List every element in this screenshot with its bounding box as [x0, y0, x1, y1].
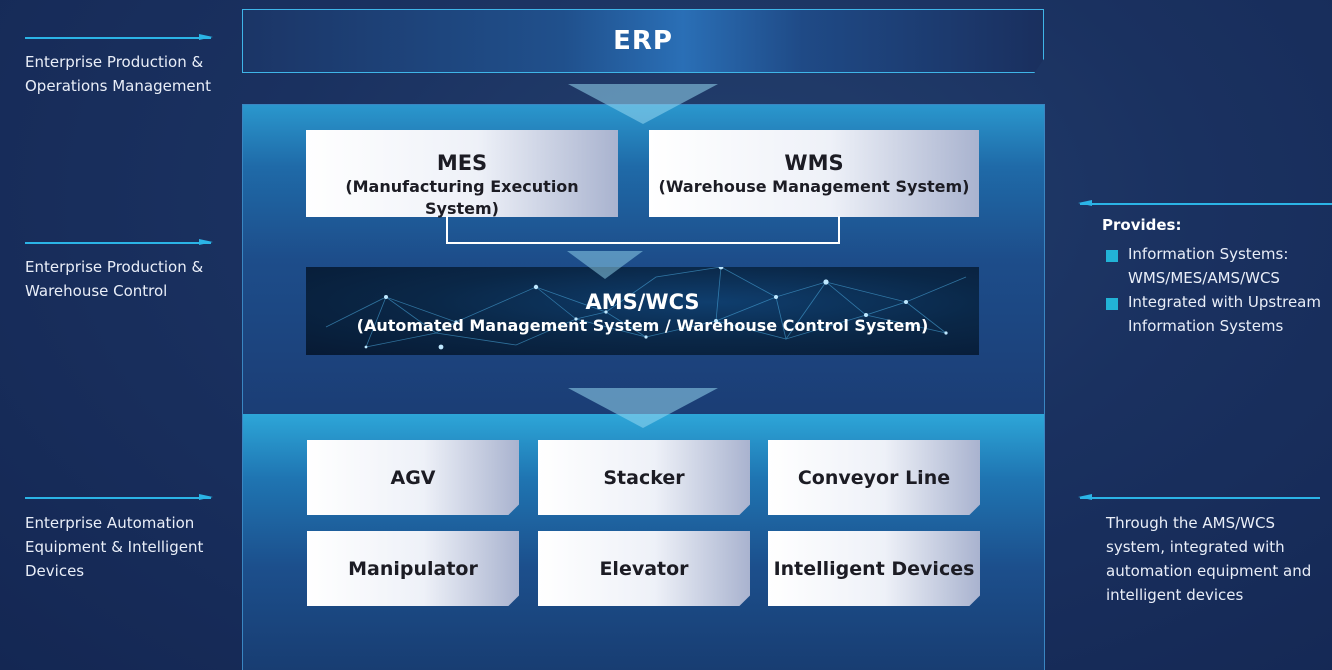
device-label: Conveyor Line: [797, 466, 951, 489]
layer-label-operations: Enterprise Production & Operations Manag…: [25, 53, 212, 95]
device-label: Intelligent Devices: [773, 557, 975, 580]
square-bullet-icon: [1106, 298, 1118, 310]
down-chevron-icon: [567, 251, 643, 279]
erp-box: ERP: [242, 9, 1044, 73]
left-connector-line-1: [25, 34, 213, 40]
mes-title: MES: [436, 151, 488, 175]
mes-wms-connector: [446, 216, 840, 244]
network-background: [325, 267, 967, 350]
left-connector-line-3: [25, 494, 213, 500]
provides-title: Provides:: [1102, 216, 1182, 234]
ams-title: AMS/WCS: [585, 290, 700, 314]
square-bullet-icon: [1106, 250, 1118, 262]
wms-box: WMS (Warehouse Management System): [649, 130, 979, 217]
provides-item-text: Information Systems: WMS/MES/AMS/WCS: [1128, 245, 1289, 287]
right-connector-line-1: [1078, 200, 1332, 206]
ams-subtitle: (Automated Management System / Warehouse…: [356, 316, 929, 335]
device-label: AGV: [390, 466, 436, 489]
right-connector-line-2: [1078, 494, 1320, 500]
layer-label-devices: Enterprise Automation Equipment & Intell…: [25, 514, 204, 580]
device-box-agv: AGV: [307, 440, 519, 515]
device-label: Stacker: [603, 466, 685, 489]
down-chevron-icon: [568, 388, 718, 428]
erp-label: ERP: [613, 26, 673, 56]
device-box-intelligent-devices: Intelligent Devices: [768, 531, 980, 606]
layer-label-control: Enterprise Production & Warehouse Contro…: [25, 258, 204, 300]
device-box-conveyor-line: Conveyor Line: [768, 440, 980, 515]
provides-item-text: Integrated with Upstream Information Sys…: [1128, 293, 1321, 335]
left-connector-line-2: [25, 239, 213, 245]
integration-note: Through the AMS/WCS system, integrated w…: [1106, 514, 1312, 604]
mes-subtitle: (Manufacturing Execution System): [345, 177, 579, 218]
device-box-manipulator: Manipulator: [307, 531, 519, 606]
device-label: Elevator: [599, 557, 689, 580]
device-box-elevator: Elevator: [538, 531, 750, 606]
down-chevron-icon: [568, 84, 718, 124]
mes-box: MES (Manufacturing Execution System): [306, 130, 618, 218]
device-label: Manipulator: [348, 557, 478, 580]
ams-wcs-box: AMS/WCS (Automated Management System / W…: [306, 267, 979, 355]
wms-title: WMS: [784, 151, 844, 175]
wms-subtitle: (Warehouse Management System): [658, 177, 970, 196]
device-box-stacker: Stacker: [538, 440, 750, 515]
